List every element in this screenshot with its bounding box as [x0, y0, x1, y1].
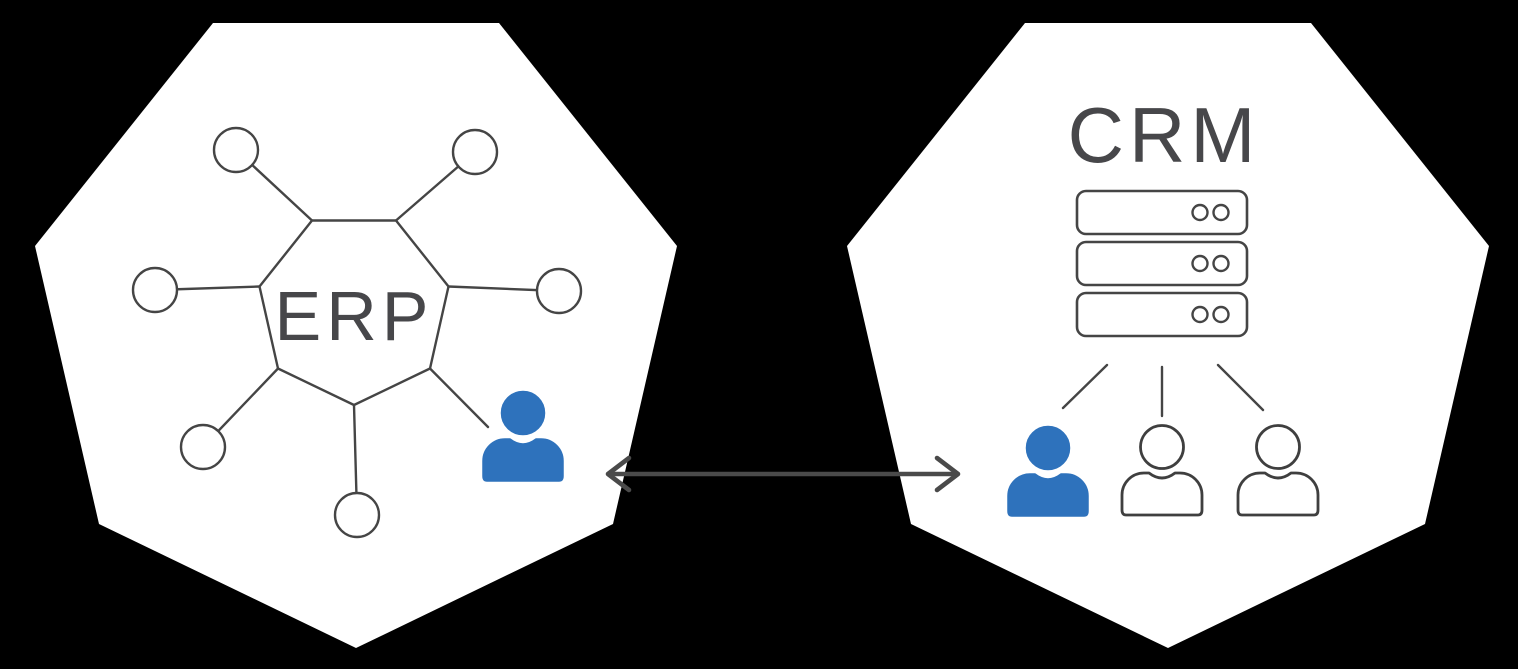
arrowhead-right-icon	[934, 455, 961, 493]
network-node-5	[179, 423, 227, 471]
crm-link-right	[1216, 363, 1265, 412]
erp-panel: ERP	[35, 23, 677, 648]
server-chassis	[1075, 189, 1249, 236]
network-node-4	[535, 267, 583, 315]
network-node-2	[451, 128, 499, 176]
server-stack-icon	[1075, 189, 1249, 338]
network-node-6	[333, 491, 381, 539]
network-node-1	[212, 126, 260, 174]
server-led	[1191, 305, 1209, 324]
server-led	[1212, 254, 1230, 273]
sync-arrow	[605, 455, 961, 493]
arrowhead-left-icon	[605, 455, 632, 493]
crm-link-left	[1061, 363, 1109, 410]
server-unit-1	[1075, 189, 1249, 236]
server-led	[1212, 203, 1230, 222]
crm-panel: CRM	[847, 23, 1489, 648]
erp-label: ERP	[275, 277, 434, 355]
server-unit-3	[1075, 291, 1249, 338]
server-unit-2	[1075, 240, 1249, 287]
server-led	[1212, 305, 1230, 324]
network-node-3	[131, 266, 179, 314]
server-chassis	[1075, 291, 1249, 338]
crm-label: CRM	[1068, 91, 1261, 179]
server-led	[1191, 203, 1209, 222]
network-spoke-user	[428, 367, 490, 429]
server-chassis	[1075, 240, 1249, 287]
erp-hub-heptagon	[258, 219, 450, 407]
server-led	[1191, 254, 1209, 273]
